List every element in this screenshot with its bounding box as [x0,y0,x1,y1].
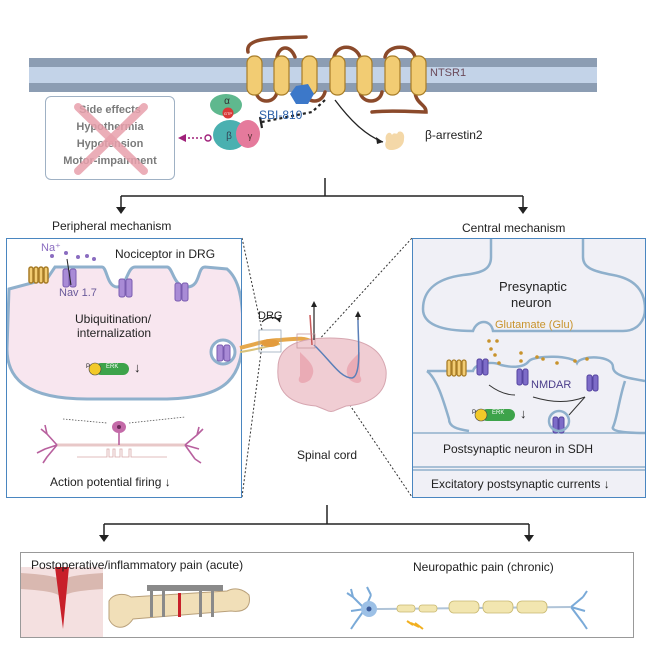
peripheral-heading: Peripheral mechanism [52,219,172,233]
perk-decrease-arrow: ↓ [134,360,141,375]
chronic-pain-label: Neuropathic pain (chronic) [413,560,554,574]
action-potential-label: Action potential firing ↓ [50,475,171,489]
nmdar-label: NMDAR [531,379,572,391]
beta-arrestin2-label: β-arrestin2 [425,128,483,142]
perk-p-label: P [86,364,91,370]
outcomes-box: Postoperative/inflammatory pain (acute) … [20,552,634,638]
g-protein-icon: α GTP β γ [210,94,260,150]
cross-out-icon [74,103,148,175]
bottom-branch-arrows [103,505,530,536]
sbi-810-label: SBI-810 [259,108,303,122]
central-panel: Presynaptic neuron Glutamate (Glu) NMDAR… [412,238,646,498]
acute-pain-label: Postoperative/inflammatory pain (acute) [31,558,244,572]
ubiquitination-label: Ubiquitination/ [75,312,152,326]
damaged-neuron-icon [346,586,588,630]
sbi-810-molecule-icon [290,84,314,104]
g-gamma-label: γ [248,131,253,141]
g-beta-label: β [226,131,232,142]
postsynaptic-label: Postsynaptic neuron in SDH [443,442,594,456]
nociceptor-illustration [7,251,241,464]
side-effect-arrow [178,134,212,142]
perk-p-label: P [472,410,477,416]
synapse-illustration [413,239,645,471]
arrestin-arrow [334,99,384,143]
drg-neuron-icon [36,424,204,464]
peripheral-panel: Na⁺ Nociceptor in DRG Nav 1.7 Ubiquitina… [6,238,242,498]
ntsr1-helices [246,55,427,96]
nav17-label: Nav 1.7 [59,287,97,299]
sodium-ion-label: Na⁺ [41,242,61,254]
side-effects-box: Side effects Hypothermia Hypotension Mot… [45,96,175,180]
ntsr1-label: NTSR1 [430,67,467,79]
perk-erk-label: ERK [492,410,505,416]
g-alpha-label: α [224,96,230,107]
perk-erk-label: ERK [106,364,119,370]
internalization-label: internalization [77,326,152,340]
drg-label: DRG [258,310,283,322]
side-effects-title: Side effects [79,104,141,116]
glutamate-label: Glutamate (Glu) [495,319,574,331]
epsc-label: Excitatory postsynaptic currents ↓ [431,477,610,491]
beta-arrestin2-icon [385,131,405,150]
top-branch-arrows [120,178,524,208]
presynaptic-label-line2: neuron [511,295,552,310]
fractured-bone-icon [108,585,250,628]
presynaptic-label-line1: Presynaptic [499,279,567,294]
perk-icon [88,362,129,376]
perk-icon [474,408,515,422]
nociceptor-title: Nociceptor in DRG [115,247,216,261]
spinal-cord-label: Spinal cord [297,448,358,462]
outcomes-illustrations [21,567,588,637]
gtp-label: GTP [224,111,233,116]
central-heading: Central mechanism [462,221,566,235]
perk-decrease-arrow: ↓ [520,406,527,421]
incision-icon [21,567,103,637]
